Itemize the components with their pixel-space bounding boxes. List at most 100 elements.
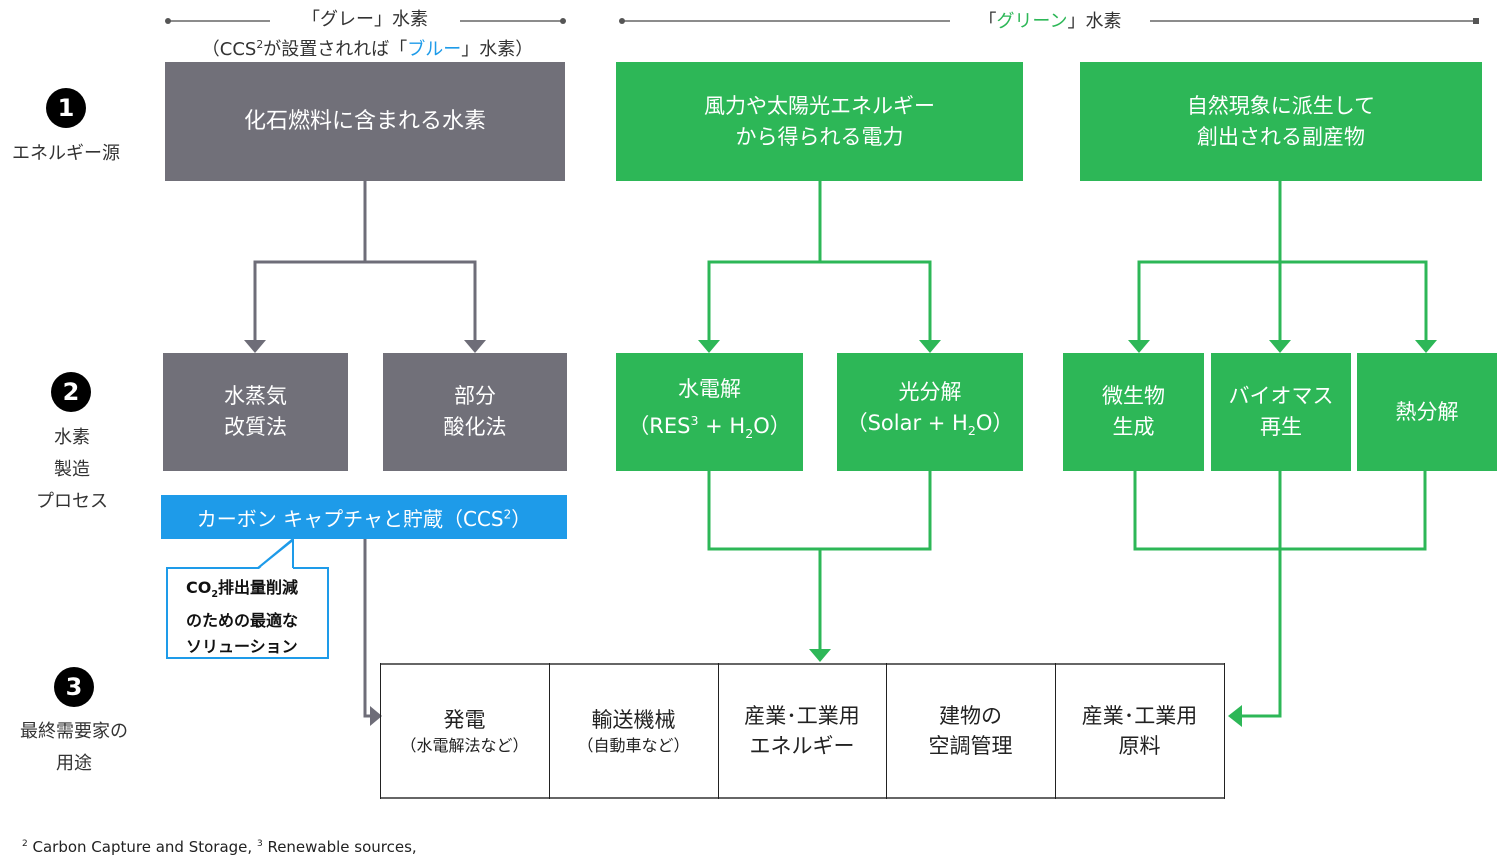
process-pyrolysis: 熱分解 bbox=[1357, 353, 1497, 471]
source-label: 創出される副産物 bbox=[1197, 124, 1365, 149]
row-label-line: 製造 bbox=[54, 459, 90, 480]
blue-word: ブルー bbox=[407, 39, 462, 60]
table-divider bbox=[549, 663, 550, 799]
callout-line: ソリューション bbox=[186, 637, 298, 657]
gray-flow-lines bbox=[253, 181, 477, 718]
gray-arrowheads bbox=[244, 340, 486, 726]
end-use-power-generation: 発電 （水電解法など） bbox=[380, 663, 549, 799]
formula-text: （RES bbox=[628, 414, 691, 439]
table-divider bbox=[886, 663, 887, 799]
table-divider bbox=[380, 663, 381, 799]
footnote-ref: 2 bbox=[22, 839, 28, 849]
row-label-line: 用途 bbox=[56, 753, 92, 774]
callout-line: CO2排出量削減 bbox=[186, 575, 327, 608]
process-label: 光分解 bbox=[898, 380, 962, 405]
table-divider bbox=[718, 663, 719, 799]
ccs-banner: カーボン キャプチャと貯蔵（CCS2） bbox=[161, 495, 567, 539]
source-label: 風力や太陽光エネルギー bbox=[704, 93, 935, 118]
footnote-ref: 3 bbox=[690, 413, 699, 429]
step-1-badge: 1 bbox=[46, 88, 86, 128]
row-label-line: 最終需要家の bbox=[20, 721, 128, 742]
row-label-end-use: 最終需要家の 用途 bbox=[0, 716, 148, 780]
header-dot bbox=[1473, 18, 1479, 24]
source-renewable-power: 風力や太陽光エネルギー から得られる電力 bbox=[616, 62, 1023, 181]
ccs-label: カーボン キャプチャと貯蔵（CCS2） bbox=[197, 503, 531, 532]
process-label: バイオマス bbox=[1228, 384, 1334, 408]
footnote: 2 Carbon Capture and Storage, 3 Renewabl… bbox=[22, 838, 417, 856]
source-label: 化石燃料に含まれる水素 bbox=[243, 109, 486, 134]
process-label: 生成 bbox=[1112, 415, 1155, 439]
end-use-sublabel: （水電解法など） bbox=[400, 736, 529, 755]
gray-hydrogen-header: 「グレー」水素 bbox=[302, 9, 428, 30]
formula-text: O） bbox=[753, 414, 791, 439]
source-fossil-fuel: 化石燃料に含まれる水素 bbox=[165, 62, 565, 181]
row-label-energy-source: エネルギー源 bbox=[12, 143, 120, 164]
process-partial-oxidation: 部分 酸化法 bbox=[383, 353, 567, 471]
process-label: 水電解 bbox=[678, 377, 741, 402]
callout-line: のための最適な bbox=[186, 611, 299, 631]
end-use-label: 産業･工業用 bbox=[1081, 704, 1198, 728]
callout-text: 排出量削減 bbox=[218, 578, 299, 597]
process-electrolysis: 水電解 （RES3 + H2O） bbox=[616, 353, 803, 471]
end-use-building-hvac: 建物の 空調管理 bbox=[886, 663, 1055, 799]
process-formula: （Solar + H2O） bbox=[847, 408, 1014, 446]
header-dot bbox=[165, 18, 171, 24]
footnote-ref: 2 bbox=[256, 38, 264, 51]
ccs-text: カーボン キャプチャと貯蔵（CCS bbox=[196, 506, 504, 531]
end-use-label: 発電 bbox=[443, 708, 486, 732]
process-label: 酸化法 bbox=[443, 415, 507, 439]
end-use-label: 産業･工業用 bbox=[744, 704, 860, 728]
process-label: 水蒸気 bbox=[224, 384, 287, 408]
formula-text: O） bbox=[975, 411, 1014, 436]
end-use-label: 原料 bbox=[1118, 734, 1161, 758]
header-dot bbox=[560, 18, 566, 24]
green-flow-lines bbox=[707, 181, 1428, 718]
end-use-label: 建物の bbox=[939, 704, 1002, 728]
end-use-sublabel: （自動車など） bbox=[577, 736, 690, 755]
end-use-industrial-energy: 産業･工業用 エネルギー bbox=[718, 663, 886, 799]
header-text: 「 bbox=[978, 11, 997, 32]
source-natural-byproduct: 自然現象に派生して 創出される副産物 bbox=[1080, 62, 1482, 181]
arrow-down-icon bbox=[809, 649, 831, 662]
footnote-ref: 3 bbox=[256, 839, 263, 849]
end-use-transport: 輸送機械 （自動車など） bbox=[549, 663, 718, 799]
process-steam-reforming: 水蒸気 改質法 bbox=[163, 353, 348, 471]
process-label: 微生物 bbox=[1102, 384, 1165, 408]
process-label: 再生 bbox=[1260, 415, 1302, 439]
footnote-ref: 2 bbox=[503, 506, 512, 521]
step-3-badge: 3 bbox=[54, 667, 94, 707]
table-divider bbox=[1224, 663, 1225, 799]
subscript: 2 bbox=[967, 423, 976, 439]
formula-text: （Solar + H bbox=[846, 411, 968, 436]
blue-hydrogen-subheader: （CCS2が設置されれば「ブルー」水素） bbox=[170, 33, 565, 62]
subheader-text: （CCS bbox=[201, 39, 257, 60]
header-dot bbox=[619, 18, 625, 24]
row-label-production-process: 水素 製造 プロセス bbox=[22, 422, 122, 518]
header-text: 」水素 bbox=[1067, 11, 1122, 32]
subscript: 2 bbox=[745, 426, 754, 442]
process-label: 改質法 bbox=[224, 415, 287, 439]
arrow-down-icon bbox=[244, 340, 266, 353]
arrow-left-icon bbox=[1228, 705, 1242, 727]
end-use-label: 輸送機械 bbox=[591, 708, 676, 732]
ccs-callout: CO2排出量削減 のための最適な ソリューション bbox=[166, 567, 329, 659]
callout-text: CO bbox=[186, 578, 212, 597]
row-label-line: プロセス bbox=[36, 491, 108, 512]
green-word: グリーン bbox=[996, 11, 1068, 32]
end-use-label: エネルギー bbox=[749, 734, 855, 758]
arrow-down-icon bbox=[919, 340, 941, 353]
table-divider bbox=[1055, 663, 1056, 799]
end-use-label: 空調管理 bbox=[928, 734, 1013, 758]
process-photolysis: 光分解 （Solar + H2O） bbox=[837, 353, 1023, 471]
process-biomass: バイオマス 再生 bbox=[1211, 353, 1351, 471]
footnote-text: Renewable sources, bbox=[262, 838, 417, 856]
source-label: から得られる電力 bbox=[735, 124, 904, 149]
formula-text: + H bbox=[698, 414, 746, 439]
arrow-down-icon bbox=[1128, 340, 1150, 353]
arrow-down-icon bbox=[1415, 340, 1437, 353]
process-label: 部分 bbox=[454, 384, 496, 408]
ccs-text: ） bbox=[511, 506, 532, 531]
subheader-text: が設置されれば「 bbox=[263, 39, 408, 60]
